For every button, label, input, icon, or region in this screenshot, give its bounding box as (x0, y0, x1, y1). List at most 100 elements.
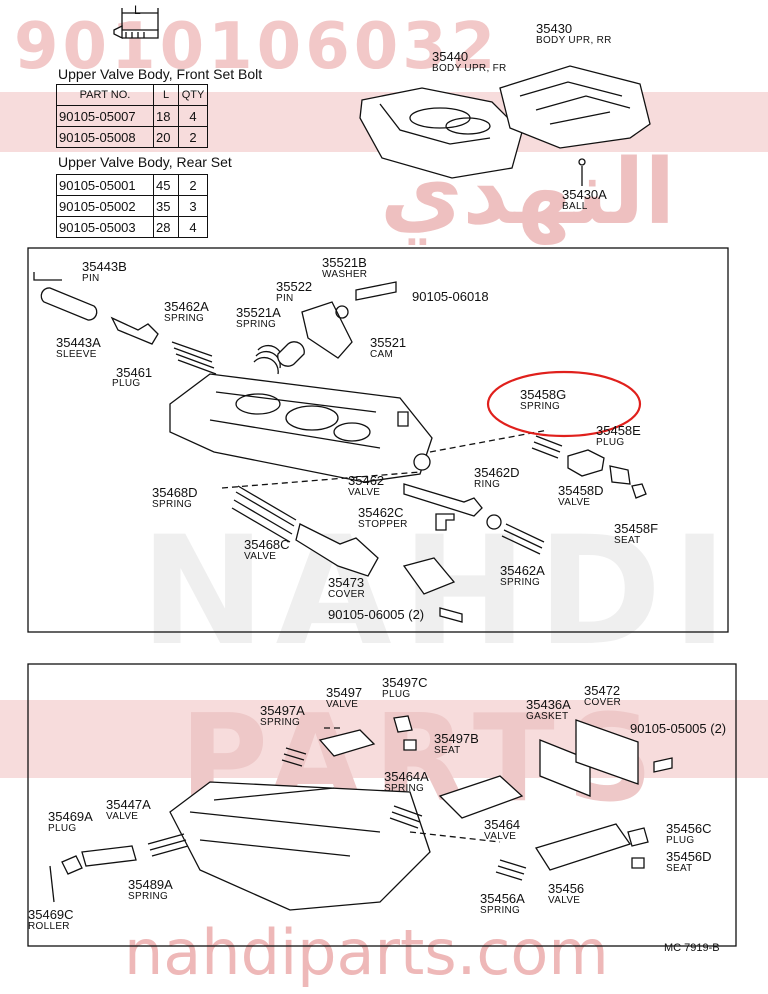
valve-shape (438, 775, 524, 819)
table-row: 90105-05003 28 4 (56, 216, 208, 238)
table-cell: 45 (153, 174, 179, 196)
valve-shape (567, 449, 605, 477)
pin-shape (277, 341, 305, 367)
part-name: CAM (370, 349, 394, 360)
part-name: SPRING (236, 319, 277, 330)
part-name: SPRING (500, 577, 541, 588)
col-header: L (153, 84, 179, 106)
part-number: 35443B (82, 259, 127, 274)
part-name: COVER (584, 697, 622, 708)
part-number: 90105-05005 (2) (630, 721, 727, 736)
part-name: SPRING (164, 313, 205, 324)
part-name: SPRING (128, 891, 169, 902)
table-row: 90105-05001 45 2 (56, 174, 208, 196)
table-cell: 3 (178, 195, 208, 217)
part-number: 35462 (348, 473, 385, 488)
part-number: 35497B (434, 731, 479, 746)
part-number: 35462A (164, 299, 209, 314)
valve-body-lower (169, 781, 431, 911)
bolt-shape (113, 24, 159, 40)
spring-shape (231, 485, 297, 543)
table-cell: 2 (178, 126, 208, 148)
pin-shape (33, 272, 62, 281)
part-name: SLEEVE (56, 349, 97, 360)
table-title: Upper Valve Body, Rear Set (58, 154, 232, 170)
part-number: 90105-06018 (412, 289, 489, 304)
rear-upper-body (499, 65, 651, 149)
ring-shape (486, 514, 502, 530)
part-name: PLUG (596, 437, 625, 448)
highlight-circle (486, 370, 642, 438)
part-name: VALVE (348, 487, 381, 498)
part-number: 35469C (28, 907, 74, 922)
part-name: COVER (328, 589, 366, 600)
part-number: 35489A (128, 877, 173, 892)
table-row: 90105-05008 20 2 (56, 126, 208, 148)
part-number: 35456A (480, 891, 525, 906)
part-number: 35469A (48, 809, 93, 824)
part-name: SPRING (384, 783, 425, 794)
washer-shape (335, 305, 349, 319)
seat-shape (631, 857, 645, 869)
seat-shape (403, 739, 417, 751)
part-name: BALL (562, 201, 588, 212)
part-name: BODY UPR, FR (432, 63, 507, 74)
part-number: 35522 (276, 279, 313, 294)
roller-shape (49, 865, 55, 903)
part-number: 35458F (614, 521, 659, 536)
stopper-shape (435, 513, 455, 531)
part-name: WASHER (322, 269, 368, 280)
table-row: 90105-05002 35 3 (56, 195, 208, 217)
part-number: 35497C (382, 675, 428, 690)
part-number: 35456 (548, 881, 585, 896)
spring-shape (531, 435, 563, 459)
part-number: 35443A (56, 335, 101, 350)
cover-shape (575, 719, 639, 785)
part-number: 35436A (526, 697, 571, 712)
plug-shape (627, 827, 649, 847)
part-number: 35521A (236, 305, 281, 320)
part-name: PLUG (48, 823, 77, 834)
valve-shape (295, 523, 379, 577)
part-name: SEAT (434, 745, 461, 756)
front-bolt-table: PART NO. L QTY 90105-05007 18 4 90105-05… (56, 84, 208, 148)
table-cell: 35 (153, 195, 179, 217)
part-name: STOPPER (358, 519, 408, 530)
table-cell: 4 (178, 105, 208, 127)
part-number: 35497 (326, 685, 363, 700)
table-title: Upper Valve Body, Front Set Bolt (58, 66, 263, 82)
part-number: 35521B (322, 255, 367, 270)
part-number: 35458G (520, 387, 567, 402)
part-name: VALVE (326, 699, 359, 710)
watermark-number: 9010106032 (14, 10, 500, 84)
front-upper-body (359, 87, 523, 179)
part-name: SPRING (520, 401, 561, 412)
part-number: 35456D (666, 849, 712, 864)
part-name: SPRING (152, 499, 193, 510)
spring-shape (171, 341, 217, 375)
gasket-shape (539, 739, 591, 797)
seat-shape (631, 483, 647, 499)
cover-shape (402, 557, 456, 595)
plug-shape (393, 715, 413, 733)
valve-shape (81, 845, 137, 867)
part-number: 35430 (536, 21, 573, 36)
part-number: 90105-06005 (2) (328, 607, 425, 622)
spring-shape (147, 833, 189, 857)
valve-shape (534, 823, 632, 871)
part-number: 35462A (500, 563, 545, 578)
table-cell: 20 (153, 126, 179, 148)
part-name: RING (474, 479, 501, 490)
part-number: 35472 (584, 683, 621, 698)
part-number: 35468C (244, 537, 290, 552)
part-number: 35447A (106, 797, 151, 812)
part-number: 35440 (432, 49, 469, 64)
part-number: 35521 (370, 335, 407, 350)
part-number: 35461 (116, 365, 153, 380)
part-number: 35468D (152, 485, 198, 500)
part-name: GASKET (526, 711, 569, 722)
part-number: 35456C (666, 821, 712, 836)
valve-shape (403, 483, 483, 517)
